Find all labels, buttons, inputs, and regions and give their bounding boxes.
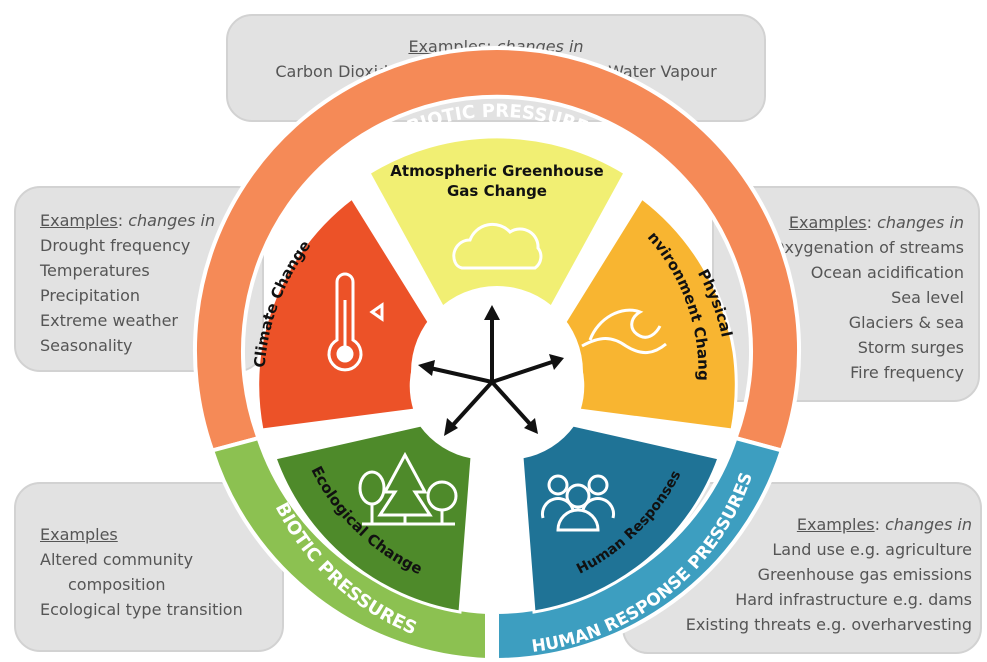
wave-icon	[581, 308, 667, 354]
example-line: Land use e.g. agriculture	[772, 540, 972, 559]
human-responses-segment	[520, 423, 721, 614]
atmospheric-greenhouse-gas-change-label-line2: Gas Change	[447, 182, 547, 200]
example-line: Seasonality	[40, 336, 133, 355]
example-line: Oxygenation of streams	[771, 238, 964, 257]
example-line: Sea level	[891, 288, 964, 307]
examples-header: Examples: changes in	[624, 512, 972, 537]
examples-label: Examples	[40, 525, 118, 544]
example-line: Glaciers & sea	[848, 313, 964, 332]
cloud-icon	[452, 222, 543, 270]
example-line: Altered community	[40, 550, 194, 569]
example-line: Existing threats e.g. overharvesting	[685, 615, 972, 634]
changes-in-label: changes in	[877, 213, 964, 232]
example-line: Storm surges	[857, 338, 964, 357]
examples-header: Examples: changes in	[40, 208, 262, 233]
center-hub	[411, 286, 583, 458]
examples-label: Examples	[788, 213, 867, 232]
thermometer-icon	[327, 272, 384, 372]
abiotic-pressures-ring	[193, 46, 801, 453]
examples-colon: :	[874, 515, 886, 534]
examples-colon: :	[866, 213, 878, 232]
examples-header: Examples: changes in	[714, 210, 964, 235]
five-arrows-icon	[418, 305, 564, 436]
trees-icon	[358, 451, 458, 526]
atmospheric-greenhouse-gas-change-label-line1: Atmospheric Greenhouse	[390, 162, 603, 180]
example-line: Hard infrastructure e.g. dams	[735, 590, 972, 609]
changes-in-label: changes in	[885, 515, 972, 534]
people-icon	[540, 474, 616, 532]
examples-header: Examples	[40, 522, 282, 547]
example-line: composition	[68, 575, 166, 594]
example-line: Drought frequency	[40, 236, 191, 255]
examples-box-top: Examples: changes in Carbon Dioxide; Met…	[226, 14, 766, 122]
biotic-pressures-ring	[209, 435, 489, 662]
changes-in-label: changes in	[128, 211, 216, 230]
example-line: Ocean acidification	[810, 263, 964, 282]
example-line: Ecological type transition	[40, 600, 243, 619]
example-line: Temperatures	[40, 261, 150, 280]
example-line: Greenhouse gas emissions	[757, 565, 972, 584]
example-line: Extreme weather	[40, 311, 179, 330]
example-line: Fire frequency	[850, 363, 964, 382]
examples-label: Examples	[796, 515, 875, 534]
examples-colon: :	[117, 211, 129, 230]
examples-label: Examples	[40, 211, 118, 230]
example-line: Precipitation	[40, 286, 141, 305]
